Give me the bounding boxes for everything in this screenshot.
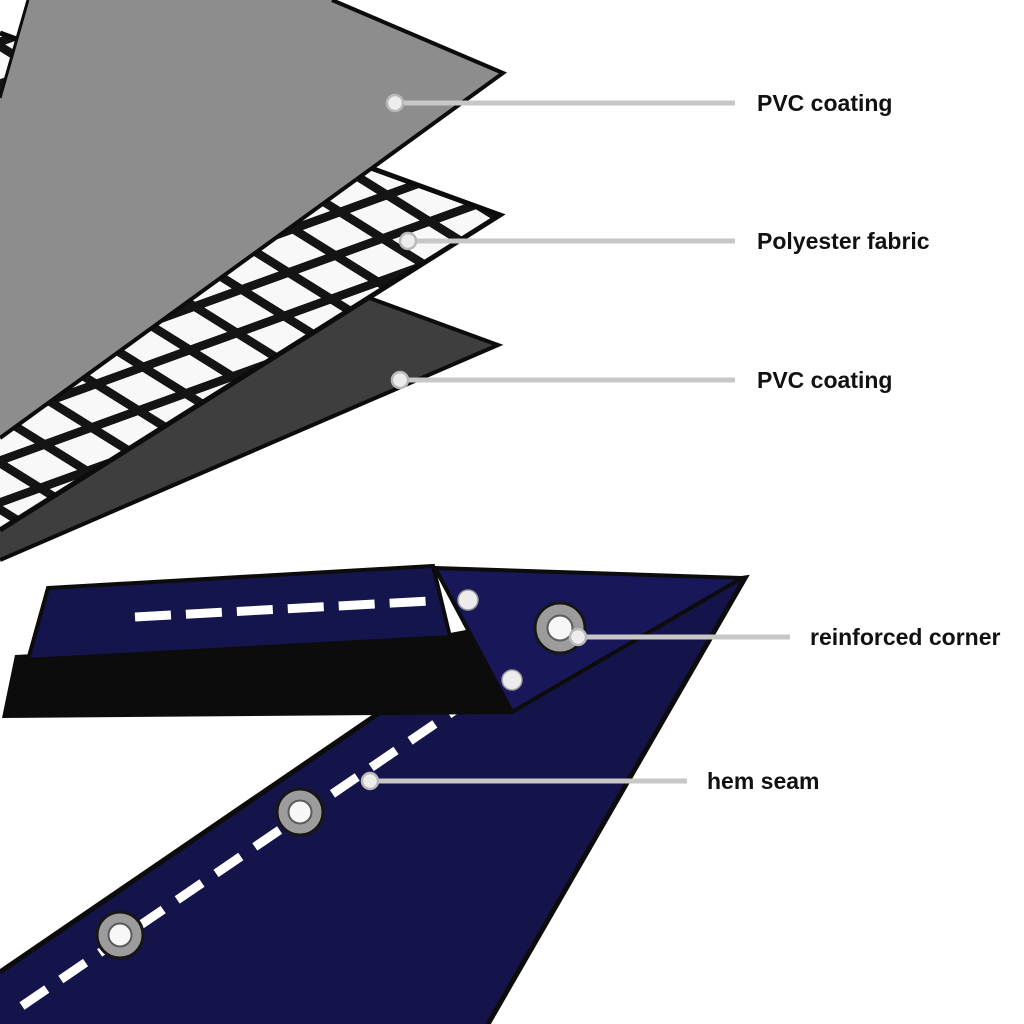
label-hem-seam: hem seam bbox=[707, 768, 820, 794]
label-reinforced-corner: reinforced corner bbox=[810, 624, 1001, 650]
grommet bbox=[275, 787, 325, 837]
leader-dot bbox=[385, 93, 405, 113]
corner-rivet-dot bbox=[457, 589, 479, 611]
pvc-top-sheet-corner-edge bbox=[0, 0, 30, 99]
leader-lines bbox=[370, 100, 790, 784]
label-pvc-coating-top: PVC coating bbox=[757, 90, 893, 116]
tarp-body bbox=[0, 578, 745, 1024]
leader-dot bbox=[398, 231, 418, 251]
leader-dot bbox=[568, 627, 588, 647]
corner-rivet-dot bbox=[501, 669, 523, 691]
tarp-assembly bbox=[0, 563, 750, 1024]
leader-dot bbox=[360, 771, 380, 791]
label-polyester-fabric: Polyester fabric bbox=[757, 228, 930, 254]
pvc-top-sheet-surface bbox=[0, 0, 503, 438]
pvc-top-sheet bbox=[0, 0, 508, 440]
label-pvc-coating-bottom: PVC coating bbox=[757, 367, 893, 393]
leader-dots bbox=[360, 93, 588, 791]
pvc-top-sheet-edge bbox=[0, 0, 508, 440]
leader-dot bbox=[390, 370, 410, 390]
grommet bbox=[95, 910, 145, 960]
